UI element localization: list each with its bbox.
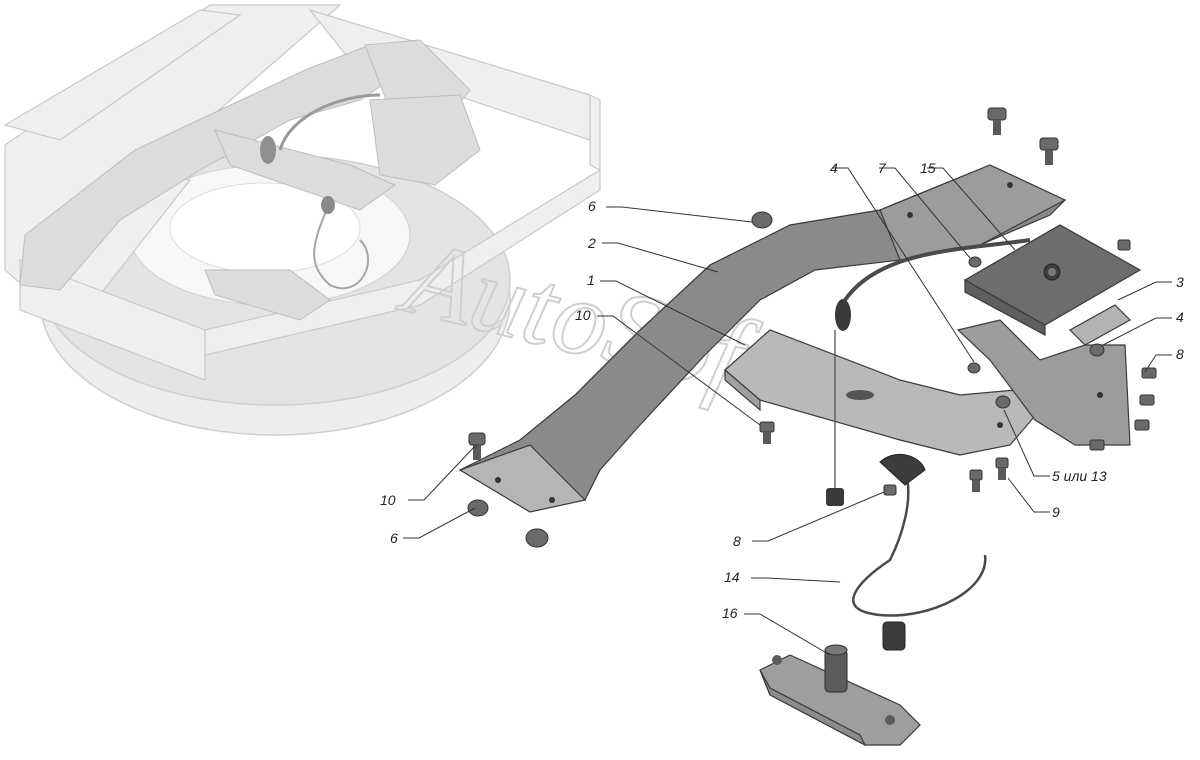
bolt-icon (995, 457, 1009, 480)
assembled-view-ghost (3, 4, 601, 436)
bolt-icon (759, 421, 775, 444)
bolt-icon (468, 432, 486, 460)
callout-labels: 6 2 1 10 4 7 15 3 4 8 5 или 13 9 10 6 8 … (380, 160, 1184, 621)
cable-end-cap (826, 488, 844, 506)
exploded-parts (458, 107, 1157, 747)
callout-1: 1 (587, 272, 595, 288)
callout-8-bottom: 8 (733, 533, 741, 549)
callout-7: 7 (878, 160, 887, 176)
bolt-icon (1089, 439, 1105, 451)
bolt-icon (1139, 394, 1155, 406)
nut-icon (995, 395, 1011, 409)
callout-8-right: 8 (1176, 346, 1184, 362)
fasteners (467, 107, 1157, 548)
callout-6-left: 6 (390, 530, 398, 546)
callout-6-top: 6 (588, 198, 596, 214)
bolt-icon (1117, 239, 1131, 251)
callout-14: 14 (724, 569, 740, 585)
side-bracket-part-3 (956, 304, 1131, 446)
bolt-icon (987, 107, 1007, 135)
base-plate-part-16 (759, 644, 921, 747)
callout-5-or-13: 5 или 13 (1052, 468, 1107, 484)
callout-9: 9 (1052, 504, 1060, 520)
nut-icon (751, 211, 773, 229)
bolt-icon (883, 484, 897, 496)
callout-16: 16 (722, 605, 738, 621)
bolt-icon (969, 469, 983, 492)
long-bracket-part-2 (458, 164, 1067, 513)
bracket-ghost (19, 39, 481, 321)
callout-10-left: 10 (380, 492, 396, 508)
callout-2: 2 (587, 235, 596, 251)
callout-10-top: 10 (575, 307, 591, 323)
callout-4-top: 4 (830, 160, 838, 176)
bolt-icon (1039, 137, 1059, 165)
cable-head-part-14 (879, 453, 926, 651)
cable-clip (835, 299, 851, 331)
nut-icon (967, 362, 981, 374)
nut-icon (467, 499, 489, 517)
leader-lines (403, 167, 1172, 656)
cable-14 (852, 469, 987, 617)
nut-icon (968, 256, 982, 268)
bolt-icon (1134, 419, 1150, 431)
lock-plate-part-15 (963, 224, 1142, 337)
callout-3: 3 (1176, 274, 1184, 290)
nut-icon (1089, 343, 1105, 357)
cable-upper (843, 238, 1031, 302)
callout-4-right: 4 (1176, 309, 1184, 325)
callout-15: 15 (920, 160, 936, 176)
bolt-icon (1141, 367, 1157, 379)
nut-icon (525, 528, 549, 548)
